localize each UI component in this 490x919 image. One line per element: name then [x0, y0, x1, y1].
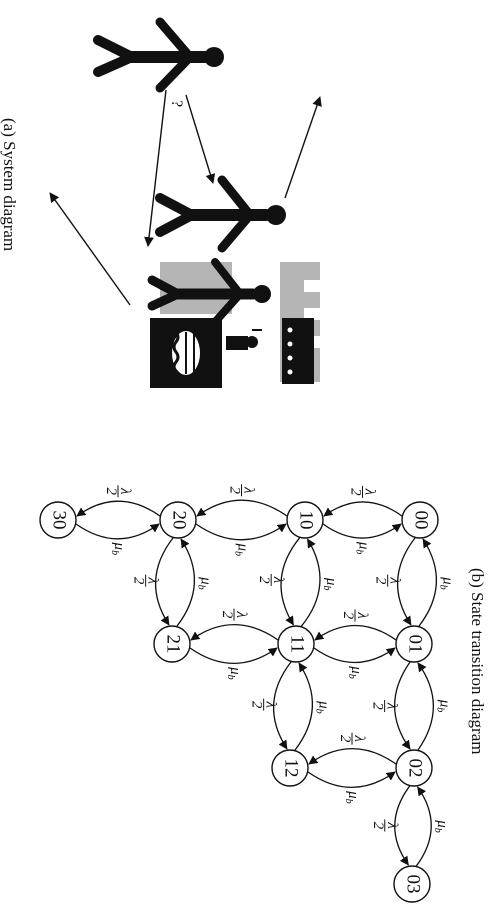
arrival-rate-denominator: 2: [249, 701, 265, 709]
service-rate-label: μb: [232, 543, 250, 557]
transition-rate-label: μb: [343, 790, 361, 804]
transition-arrow-02-12: [309, 749, 396, 764]
state-label: 11: [287, 635, 308, 653]
transition-rate-label: μb: [321, 577, 339, 591]
transition-arrow-11-21: [191, 625, 278, 640]
transition-rate-label: μb: [434, 699, 452, 713]
transition-rate-label: λ2: [256, 574, 286, 586]
service-rate-label: μb: [109, 542, 127, 556]
service-rate-label: μb: [346, 665, 364, 679]
vendor-icon: [226, 330, 262, 350]
arrival-rate-denominator: 2: [348, 488, 364, 496]
transition-rate-label: λ2: [348, 486, 378, 498]
arrow-leave-right: [285, 97, 320, 198]
service-rate-label: μb: [195, 576, 213, 590]
transition-rate-label: μb: [232, 543, 250, 557]
state-node-00: 00: [402, 502, 438, 538]
transition-rate-label: μb: [437, 576, 455, 590]
transition-rate-label: λ2: [219, 609, 249, 621]
state-label: 01: [405, 635, 426, 654]
transition-arrow-20-30: [77, 501, 160, 516]
arrival-rate-denominator: 2: [103, 487, 119, 495]
state-node-20: 20: [160, 502, 196, 538]
person-icon: [160, 180, 286, 248]
transition-arrow-20-10: [196, 524, 286, 540]
state-node-03: 03: [394, 866, 430, 902]
transition-arrow-30-20: [76, 524, 159, 539]
transition-arrow-01-11: [315, 625, 396, 640]
transition-arrow-10-20: [197, 500, 287, 516]
transition-arrow-02-01: [418, 663, 433, 750]
state-label: 00: [411, 511, 432, 530]
transition-rate-label: λ2: [227, 484, 257, 496]
transition-rate-label: μb: [432, 819, 450, 833]
transition-arrow-21-11: [190, 648, 277, 663]
arrival-rate-denominator: 2: [256, 576, 272, 584]
arrow-to-second: [186, 95, 213, 183]
arrival-rate-denominator: 2: [373, 577, 389, 585]
service-rate-label: μb: [343, 790, 361, 804]
state-node-21: 21: [154, 626, 190, 662]
caption-state-diagram: (b) State transition diagram: [468, 568, 487, 754]
arrow-leave-left: [50, 193, 130, 305]
service-rate-label: μb: [225, 666, 243, 680]
transition-rate-label: μb: [353, 541, 371, 555]
state-label: 12: [281, 759, 302, 778]
state-node-01: 01: [396, 626, 432, 662]
transition-arrow-21-20: [177, 539, 195, 626]
transition-arrow-12-02: [308, 772, 395, 787]
transition-arrow-03-02: [416, 787, 431, 866]
state-label: 02: [405, 759, 426, 778]
booth-frame: [282, 318, 314, 384]
transition-arrow-01-00: [419, 539, 437, 626]
state-label: 30: [49, 511, 70, 530]
arrival-rate-denominator: 2: [337, 735, 353, 743]
transition-rate-label: λ2: [337, 733, 367, 745]
arrival-rate-denominator: 2: [340, 612, 356, 620]
arrival-rate-denominator: 2: [227, 486, 243, 494]
service-rate-label: μb: [321, 577, 339, 591]
service-rate-label: μb: [313, 700, 331, 714]
arrival-rate-denominator: 2: [370, 702, 386, 710]
service-rate-label: μb: [434, 699, 452, 713]
transition-rate-label: λ2: [103, 485, 133, 497]
arrival-rate-denominator: 2: [219, 611, 235, 619]
state-label: 03: [403, 875, 424, 894]
state-node-30: 30: [40, 502, 76, 538]
transition-rate-label: μb: [195, 576, 213, 590]
caption-system-diagram: (a) System diagram: [0, 118, 19, 251]
state-label: 20: [169, 511, 190, 530]
transition-rate-label: μb: [109, 542, 127, 556]
service-rate-label: μb: [437, 576, 455, 590]
state-node-11: 11: [278, 626, 314, 662]
system-diagram: ?: [0, 22, 320, 388]
state-node-02: 02: [396, 750, 432, 786]
arrow-to-queue: [148, 90, 166, 246]
transition-arrow-11-01: [314, 648, 395, 663]
state-label: 21: [163, 635, 184, 654]
transition-rate-label: λ2: [340, 609, 370, 621]
transition-rate-label: μb: [346, 665, 364, 679]
transition-arrow-12-11: [295, 663, 313, 750]
arrival-rate-denominator: 2: [131, 577, 147, 585]
service-rate-label: μb: [353, 541, 371, 555]
transition-arrow-00-10: [324, 502, 402, 516]
transition-arrow-11-10: [301, 539, 320, 626]
burger-icon: [172, 331, 200, 375]
state-label: 10: [296, 511, 317, 530]
arrival-rate-denominator: 2: [370, 822, 386, 830]
transition-rate-label: μb: [313, 700, 331, 714]
state-node-12: 12: [272, 750, 308, 786]
service-rate-label: μb: [432, 819, 450, 833]
question-mark: ?: [168, 100, 185, 107]
transition-rate-label: μb: [225, 666, 243, 680]
state-node-10: 10: [287, 502, 323, 538]
transition-arrow-10-00: [323, 524, 401, 538]
person-icon: [98, 22, 224, 88]
